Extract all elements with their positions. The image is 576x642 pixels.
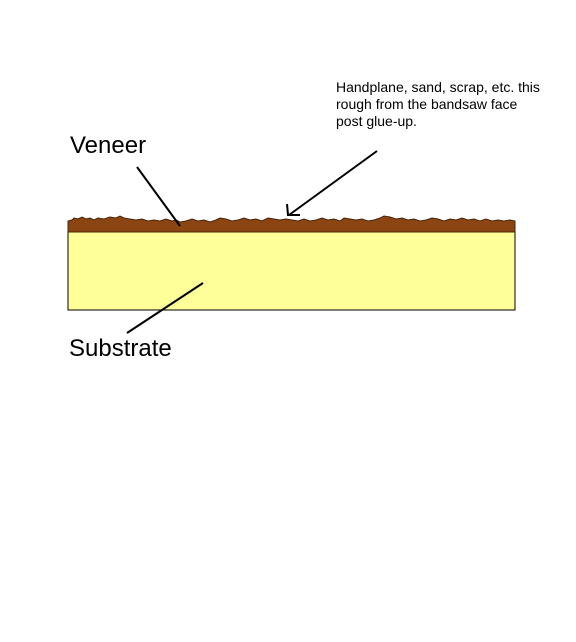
annotation-note: Handplane, sand, scrap, etc. this rough … [336, 79, 572, 130]
substrate-label: Substrate [69, 335, 172, 362]
annotation-line: post glue-up. [336, 113, 417, 129]
veneer-label: Veneer [70, 132, 147, 159]
annotation-arrow-shaft [288, 150, 378, 216]
annotation-line: Handplane, sand, scrap, etc. this [336, 79, 540, 95]
substrate-pointer-line [126, 282, 204, 334]
substrate-board [67, 230, 516, 311]
annotation-arrowhead [286, 203, 300, 216]
veneer-pointer-line [136, 166, 181, 227]
annotation-line: rough from the bandsaw face [336, 96, 518, 112]
veneer-layer [67, 215, 516, 233]
